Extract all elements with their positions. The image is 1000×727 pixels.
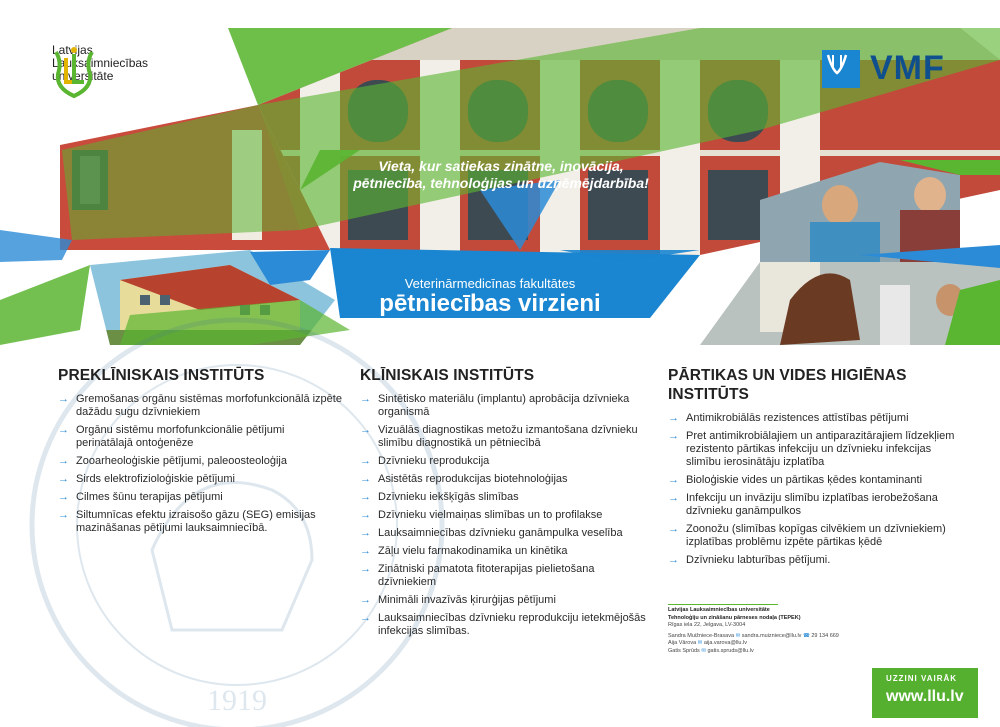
contact-person: Aija Vārova ✉ aija.varova@llu.lv	[668, 640, 863, 648]
contact-dept: Tehnoloģiju un zināšanu pārneses nodaļa …	[668, 614, 801, 621]
list-item: Bioloģiskie vides un pārtikas ķēdes kont…	[668, 474, 968, 487]
llu-logo: Latvijas Lauksaimniecības universitāte	[52, 44, 149, 99]
contact-person: Sandra Muižniece-Brasava ✉ sandra.muizni…	[668, 633, 863, 641]
list-item: Zāļu vielu farmakodinamika un kinētika	[360, 545, 650, 558]
list-item: Cilmes šūnu terapijas pētījumi	[58, 491, 343, 504]
list-item: Vizuālās diagnostikas metožu izmantošana…	[360, 424, 650, 450]
contact-name: Aija Vārova	[668, 640, 697, 646]
list-item: Dzīvnieku labturības pētījumi.	[668, 554, 968, 567]
list-item: Orgānu sistēmu morfofunkcionālie pētījum…	[58, 424, 343, 450]
llu-emblem-icon	[54, 47, 94, 99]
contact-phone[interactable]: 29 134 669	[811, 632, 839, 639]
contact-name: Gatis Sprūds	[668, 647, 700, 654]
vmf-logo: VMF	[822, 49, 945, 88]
contact-address: Rīgas iela 22, Jelgava, LV-3004	[668, 622, 746, 628]
website-link[interactable]: www.llu.lv	[886, 688, 964, 705]
clinical-institute: KLĪNISKAIS INSTITŪTS Sintētisko materiāl…	[360, 366, 650, 643]
divider	[668, 604, 778, 605]
list-item: Dzīvnieku reprodukcija	[360, 455, 650, 468]
slogan: Vieta, kur satiekas zinātne, inovācija, …	[353, 158, 649, 191]
institute-title: KLĪNISKAIS INSTITŪTS	[360, 367, 535, 384]
list-item: Lauksaimniecības dzīvnieku reprodukciju …	[360, 612, 650, 638]
hero-banner: Latvijas Lauksaimniecības universitāte V…	[0, 0, 1000, 345]
contact-email[interactable]: sandra.muizniece@llu.lv	[741, 632, 802, 639]
list-item: Pret antimikrobiālajiem un antiparazitār…	[668, 430, 968, 469]
faculty-name: Veterinārmedicīnas fakultātes	[404, 276, 576, 291]
seal-year: 1919	[207, 684, 267, 717]
institute-title: PĀRTIKAS UN VIDES HIGIĒNAS INSTITŪTS	[668, 367, 907, 403]
preclinical-institute: PREKLĪNISKAIS INSTITŪTS Gremošanas orgān…	[58, 366, 343, 540]
list-item: Asistētās reprodukcijas biotehnoloģijas	[360, 473, 650, 486]
list-item: Zooarheoloģiskie pētījumi, paleoosteoloģ…	[58, 455, 343, 468]
list-item: Minimāli invazīvās ķirurģijas pētījumi	[360, 594, 650, 607]
list-item: Dzīvnieku iekšķīgās slimības	[360, 491, 650, 504]
list-item: Antimikrobiālās rezistences attīstības p…	[668, 412, 968, 425]
phone-icon: ☎	[802, 632, 810, 639]
list-item: Sirds elektrofizioloģiskie pētījumi	[58, 473, 343, 486]
page-title: pētniecības virzieni	[379, 290, 601, 317]
hero-collage	[0, 28, 1000, 345]
email-icon: ✉	[697, 640, 703, 646]
university-name-line: Lauksaimniecības	[52, 56, 149, 70]
email-icon: ✉	[701, 647, 706, 654]
vmf-emblem-icon	[822, 49, 860, 88]
contact-info: Latvijas Lauksaimniecības universitāte T…	[668, 604, 863, 655]
list-item: Zinātniski pamatota fitoterapijas pielie…	[360, 563, 650, 589]
learn-more-box[interactable]: UZZINI VAIRĀK www.llu.lv	[872, 668, 978, 718]
list-item: Gremošanas orgānu sistēmas morfofunkcion…	[58, 393, 343, 419]
list-item: Sintētisko materiālu (implantu) aprobāci…	[360, 393, 650, 419]
email-icon: ✉	[735, 632, 741, 639]
university-seal-watermark: 1919	[29, 317, 445, 727]
contact-email[interactable]: aija.varova@llu.lv	[703, 640, 747, 646]
list-item: Lauksaimniecības dzīvnieku ganāmpulka ve…	[360, 527, 650, 540]
list-item: Infekciju un invāziju slimību izplatības…	[668, 492, 968, 518]
vmf-logo-text: VMF	[870, 49, 945, 87]
list-item: Zoonožu (slimības kopīgas cilvēkiem un d…	[668, 523, 968, 549]
horse-photo	[700, 262, 1000, 345]
list-item: Siltumnīcas efektu izraisošo gāzu (SEG) …	[58, 509, 343, 535]
contact-org: Latvijas Lauksaimniecības universitāte	[668, 607, 770, 613]
list-item: Dzīvnieku vielmaiņas slimības un to prof…	[360, 509, 650, 522]
food-hygiene-institute: PĀRTIKAS UN VIDES HIGIĒNAS INSTITŪTS Ant…	[668, 366, 968, 572]
contact-person: Gatis Sprūds ✉ gatis.spruds@llu.lv	[668, 648, 863, 656]
contact-name: Sandra Muižniece-Brasava	[668, 632, 735, 639]
contact-email[interactable]: gatis.spruds@llu.lv	[707, 647, 754, 654]
institute-title: PREKLĪNISKAIS INSTITŪTS	[58, 367, 265, 384]
learn-more-label: UZZINI VAIRĀK	[886, 674, 958, 683]
